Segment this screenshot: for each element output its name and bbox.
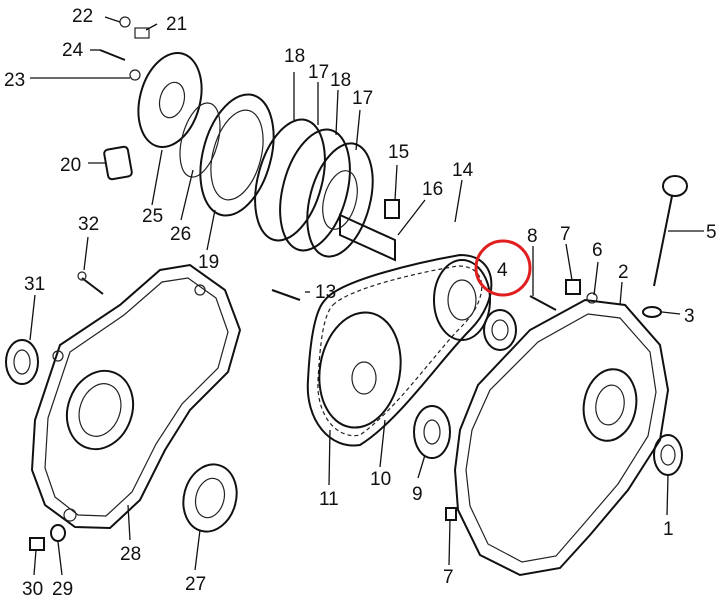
seal-31 bbox=[5, 339, 39, 385]
callout-21: 21 bbox=[166, 14, 187, 35]
callout-20: 20 bbox=[60, 155, 81, 176]
bearing-27 bbox=[182, 463, 238, 533]
bolt-8 bbox=[529, 295, 557, 311]
callout-17-b: 17 bbox=[352, 88, 373, 109]
callout-28: 28 bbox=[120, 544, 141, 565]
callout-29: 29 bbox=[52, 579, 73, 600]
callout-24: 24 bbox=[62, 40, 84, 61]
drain-plug-30 bbox=[29, 537, 45, 551]
spring-26 bbox=[179, 102, 221, 178]
callout-27: 27 bbox=[185, 574, 206, 595]
callout-15: 15 bbox=[388, 142, 409, 163]
washer-29 bbox=[50, 524, 66, 542]
chain-10 bbox=[306, 253, 493, 447]
callout-26: 26 bbox=[170, 224, 191, 245]
bolts-21-24 bbox=[99, 16, 150, 81]
callout-14: 14 bbox=[452, 160, 474, 181]
o-ring-3 bbox=[642, 306, 662, 318]
leader-lines bbox=[29, 16, 704, 576]
seal-1 bbox=[653, 434, 683, 476]
highlight-circle bbox=[474, 239, 532, 297]
callout-10: 10 bbox=[370, 469, 391, 490]
pin-15 bbox=[384, 199, 400, 219]
plug-7-upper bbox=[565, 279, 581, 295]
callout-5: 5 bbox=[706, 222, 717, 243]
callout-22: 22 bbox=[72, 6, 93, 27]
shaft-16 bbox=[339, 213, 396, 262]
callout-17-a: 17 bbox=[308, 62, 329, 83]
bolt-32 bbox=[77, 271, 104, 295]
callout-3: 3 bbox=[684, 306, 695, 327]
callout-8: 8 bbox=[527, 226, 538, 247]
callout-30: 30 bbox=[22, 579, 43, 600]
clutch-stack-17-18 bbox=[254, 118, 374, 258]
callout-11: 11 bbox=[319, 489, 339, 510]
callout-18-a: 18 bbox=[284, 46, 305, 67]
callout-13: 13 bbox=[315, 282, 336, 303]
callout-16: 16 bbox=[422, 179, 443, 200]
right-housing-cover bbox=[453, 298, 670, 577]
plug-7-lower bbox=[445, 507, 457, 521]
callout-9: 9 bbox=[412, 484, 423, 505]
bearing-9 bbox=[413, 405, 451, 459]
left-housing-cover bbox=[30, 263, 242, 530]
callout-7-lower: 7 bbox=[443, 567, 454, 588]
spacer-4 bbox=[483, 309, 517, 351]
callout-labels: 1 2 3 4 5 6 7 7 8 9 10 11 13 14 15 16 17… bbox=[4, 6, 717, 600]
weight-20 bbox=[103, 145, 133, 181]
callout-18-b: 18 bbox=[330, 70, 351, 91]
dipstick-5 bbox=[653, 175, 688, 287]
callout-19: 19 bbox=[198, 252, 219, 273]
pin-13 bbox=[271, 289, 301, 301]
callout-4: 4 bbox=[497, 260, 508, 281]
callout-32: 32 bbox=[78, 214, 99, 235]
callout-23: 23 bbox=[4, 70, 25, 91]
clutch-disc-19 bbox=[199, 93, 275, 217]
callout-2: 2 bbox=[618, 262, 629, 283]
callout-25: 25 bbox=[142, 206, 163, 227]
callout-31: 31 bbox=[24, 274, 45, 295]
sprocket-14 bbox=[433, 259, 491, 341]
callout-7-upper: 7 bbox=[560, 224, 571, 245]
sprocket-11 bbox=[318, 311, 402, 429]
callout-1: 1 bbox=[663, 519, 674, 540]
dowel-6 bbox=[586, 292, 598, 304]
callout-6: 6 bbox=[592, 240, 603, 261]
clutch-plate-25 bbox=[137, 51, 203, 149]
